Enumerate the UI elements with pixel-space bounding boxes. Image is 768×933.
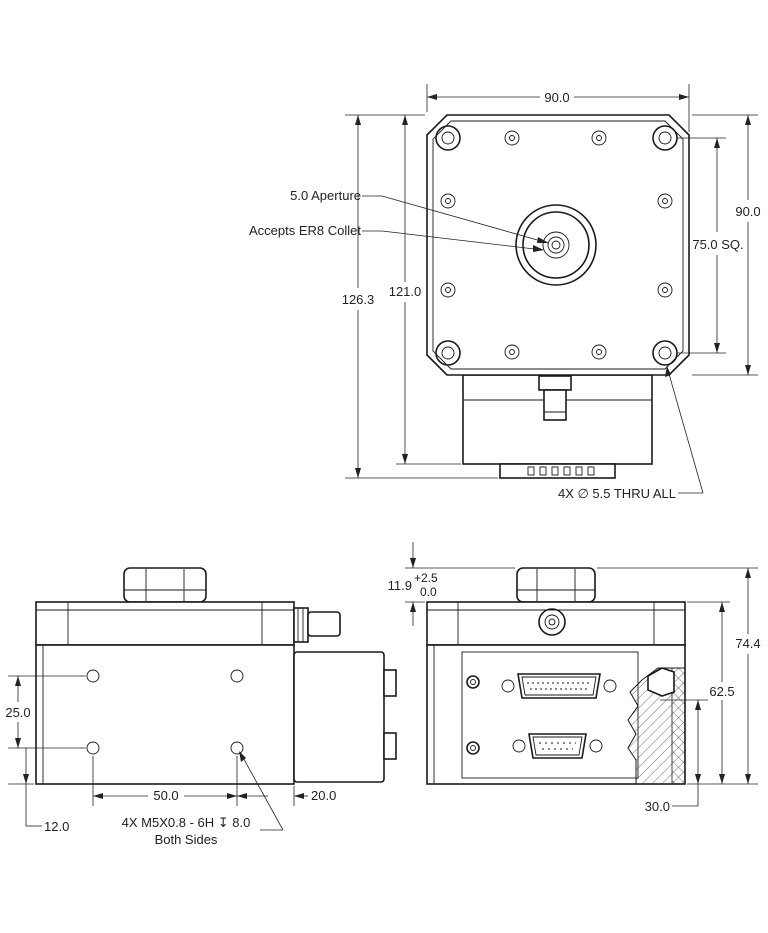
dim-edge-offset: 12.0 [44,819,69,834]
note-thru-holes: 4X ∅ 5.5 THRU ALL [558,486,676,501]
note-tapped-holes: 4X M5X0.8 - 6H ↧ 8.0 [122,815,251,830]
front-view: 11.9 +2.5 0.0 74.4 62.5 30.0 [388,542,761,814]
collet [515,204,597,286]
side-knob [123,567,207,603]
dim-body-height: 121.0 [389,284,422,299]
dim-inner-height: 62.5 [709,684,734,699]
front-knob [516,567,596,603]
push-fitting [538,375,572,391]
dim-bolt-square: 75.0 SQ. [692,237,743,252]
dim-front-overall-height: 74.4 [735,636,760,651]
dim-hole-spacing-v: 25.0 [5,705,30,720]
note-both-sides: Both Sides [155,832,218,847]
db25-connector [501,673,617,699]
db9-connector [512,733,603,759]
dim-width: 90.0 [544,90,569,105]
side-body [35,644,295,785]
dim-clearance-tol-upper: +2.5 [414,571,438,585]
dim-clearance: 11.9 [388,578,412,593]
face-plate [426,114,690,376]
dim-overall-height: 126.3 [342,292,375,307]
side-tapped-holes [86,669,244,755]
dim-clearance-tol-lower: 0.0 [420,585,437,599]
note-aperture: 5.0 Aperture [290,188,361,203]
dim-offset-right: 20.0 [311,788,336,803]
top-view: 90.0 90.0 75.0 SQ. 126.3 121.0 [249,84,761,501]
connector-tail [499,463,616,479]
face-screws [440,130,673,360]
note-collet: Accepts ER8 Collet [249,223,361,238]
dim-connector-height: 30.0 [645,799,670,814]
dim-height: 90.0 [735,204,760,219]
side-view: 25.0 12.0 50.0 20.0 4X M5X0.8 - 6H ↧ 8.0… [5,567,397,847]
dim-hole-spacing-h: 50.0 [153,788,178,803]
